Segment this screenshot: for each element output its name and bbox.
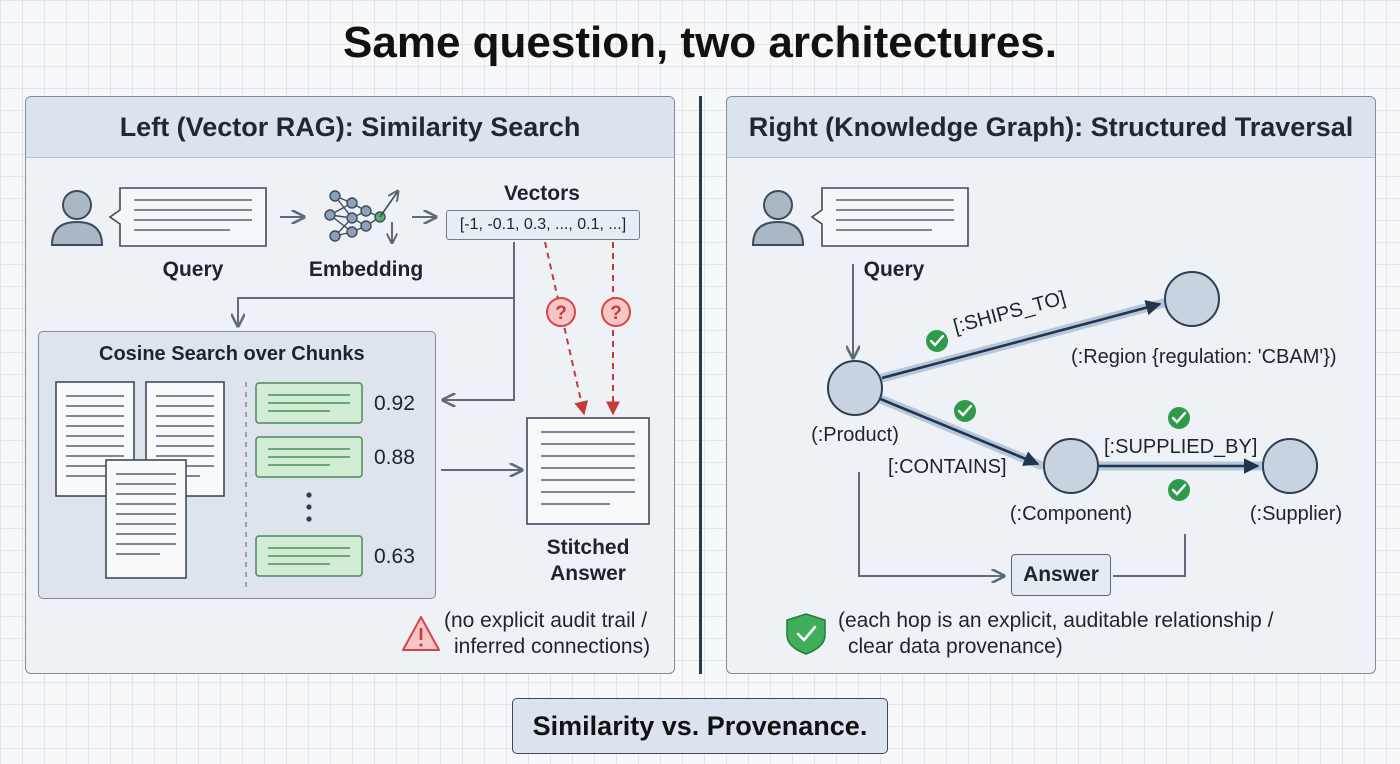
warning-text-line2: inferred connections)	[454, 635, 651, 658]
provenance-text-line1: (each hop is an explicit, auditable rela…	[838, 609, 1274, 632]
score-3: 0.63	[374, 545, 415, 568]
node-supplier	[1262, 438, 1318, 494]
node-product	[827, 360, 883, 416]
document-icon-3	[105, 459, 187, 579]
warning-text-line1: (no explicit audit trail /	[444, 609, 648, 632]
question-icon-1	[546, 297, 576, 327]
chunk-2	[255, 436, 363, 478]
kg-query-label: Query	[863, 258, 925, 281]
knowledge-graph-heading: Right (Knowledge Graph): Structured Trav…	[727, 97, 1375, 158]
question-icon-2	[601, 297, 631, 327]
answer-label-left: Answer	[550, 562, 626, 585]
vector-box: [-1, -0.1, 0.3, ..., 0.1, ...]	[446, 210, 640, 240]
vectors-to-search-arrow	[238, 242, 515, 326]
check-icon-supplied-by-bottom	[1168, 479, 1190, 501]
question-mark-1: ?	[555, 303, 567, 324]
vector-values: [-1, -0.1, 0.3, ..., 0.1, ...]	[459, 216, 627, 233]
footer-caption: Similarity vs. Provenance.	[512, 698, 888, 754]
node-region	[1164, 271, 1220, 327]
stitched-label: Stitched	[546, 536, 630, 559]
chunk-3	[255, 535, 363, 577]
kg-query-bubble-icon	[810, 187, 969, 247]
node-component	[1043, 438, 1099, 494]
node-label-supplier: (:Supplier)	[1249, 503, 1343, 525]
supplier-to-answer-connector	[1113, 534, 1186, 577]
embedding-label: Embedding	[308, 258, 424, 281]
check-icon-contains	[954, 400, 976, 422]
vectors-label: Vectors	[504, 182, 580, 205]
neural-network-icon	[324, 190, 386, 242]
edge-contains	[873, 393, 1045, 470]
provenance-text-line2: clear data provenance)	[848, 635, 1063, 658]
product-to-answer-arrow	[858, 472, 1004, 576]
chunk-1	[255, 382, 363, 424]
edge-label-contains: [:CONTAINS]	[888, 456, 1007, 478]
query-bubble-icon	[108, 187, 267, 247]
answer-box: Answer	[1011, 554, 1111, 596]
panel-divider	[699, 96, 702, 674]
check-icon-ships-to	[926, 330, 948, 352]
cosine-search-heading: Cosine Search over Chunks	[99, 343, 365, 365]
node-label-component: (:Component)	[1009, 503, 1133, 525]
node-label-region: (:Region {regulation: 'CBAM'})	[1071, 346, 1337, 368]
shield-check-icon	[786, 613, 826, 655]
score-1: 0.92	[374, 392, 415, 415]
score-2: 0.88	[374, 446, 415, 469]
embedding-up-arrow	[379, 191, 398, 218]
vector-rag-heading: Left (Vector RAG): Similarity Search	[26, 97, 674, 158]
node-label-product: (:Product)	[811, 424, 899, 446]
edge-label-supplied-by: [:SUPPLIED_BY]	[1104, 436, 1258, 458]
query-label: Query	[162, 258, 224, 281]
footer-text: Similarity vs. Provenance.	[532, 710, 868, 741]
kg-user-avatar-icon	[751, 190, 805, 246]
answer-label: Answer	[1023, 563, 1099, 586]
check-icon-supplied-by-top	[1168, 407, 1190, 429]
warning-icon	[402, 616, 440, 651]
edge-ships-to	[877, 298, 1169, 383]
question-mark-2: ?	[610, 303, 622, 324]
inferred-link-1	[544, 241, 589, 416]
stitched-answer-document	[526, 417, 650, 525]
ellipsis-dots	[306, 492, 312, 522]
page-title: Same question, two architectures.	[343, 18, 1057, 67]
vectors-to-chunks-arrow	[443, 298, 515, 400]
user-avatar-icon	[50, 190, 104, 246]
